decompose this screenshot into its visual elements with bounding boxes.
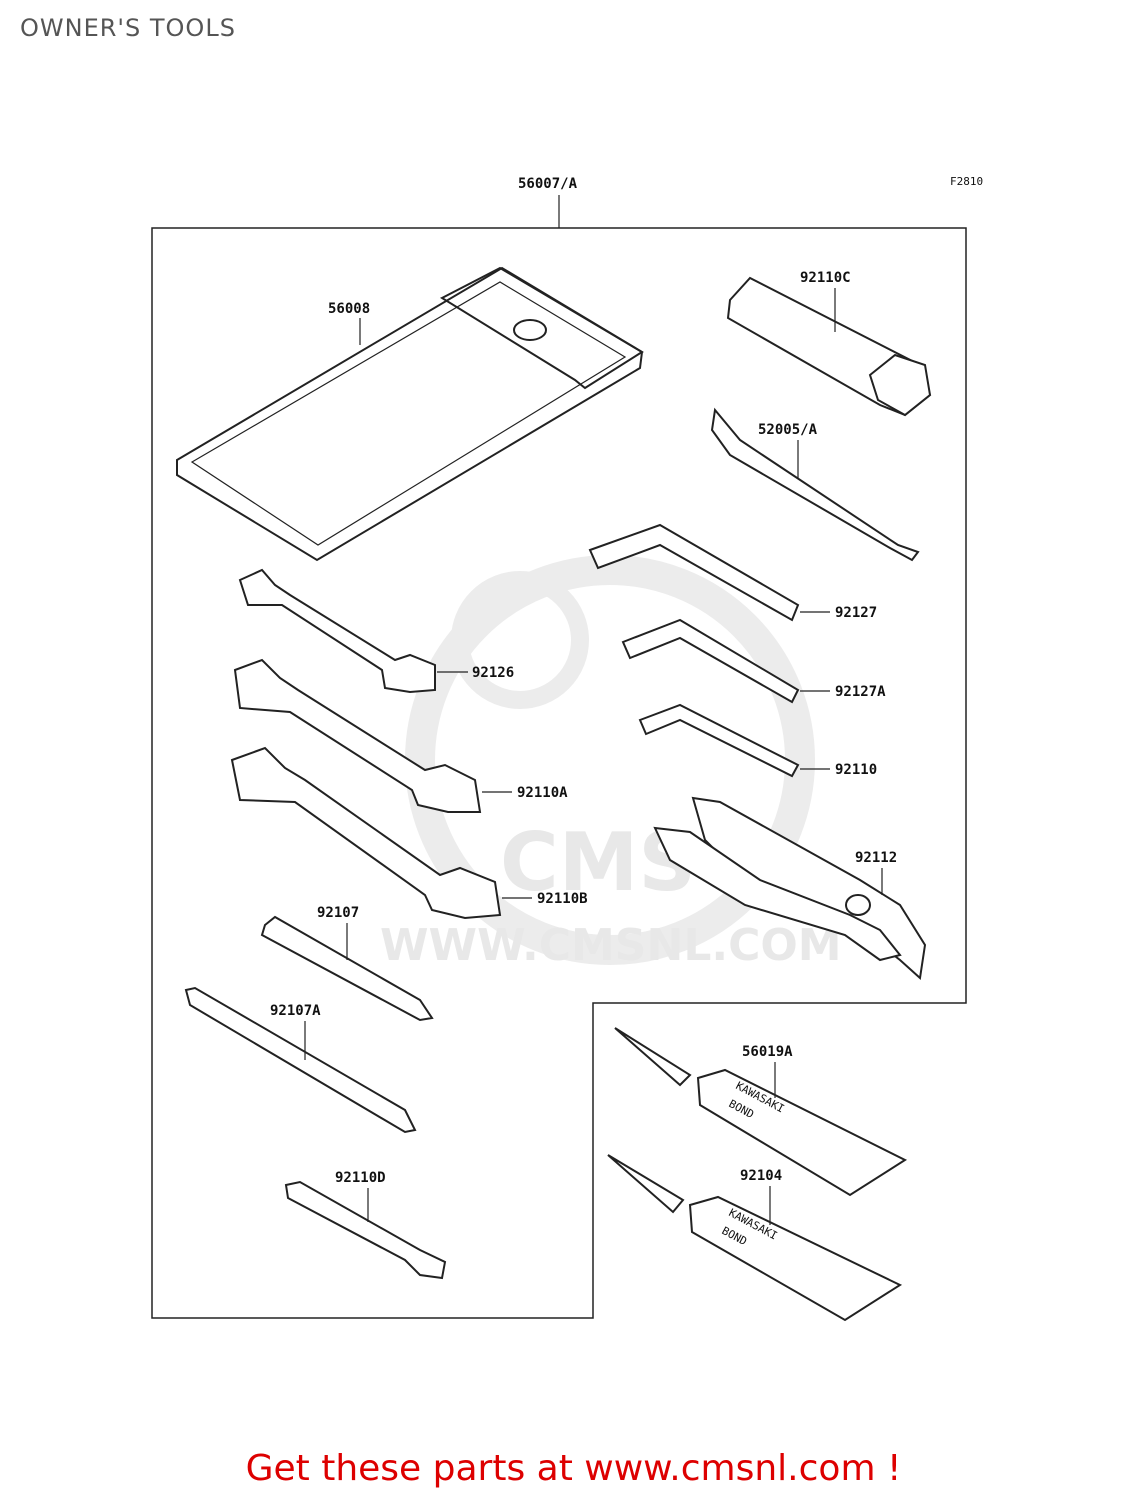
pliers — [653, 796, 927, 980]
label-bond-1: 56019A — [742, 1044, 793, 1060]
label-wrench-2: 92110A — [517, 785, 568, 801]
label-spoke-wrench: 92110D — [335, 1170, 386, 1186]
kit-outline — [151, 227, 967, 1319]
bond-tube-1 — [614, 1027, 908, 1197]
label-kit: 56007/A — [518, 176, 578, 192]
wrench-1 — [238, 568, 436, 694]
wrench-2 — [233, 658, 482, 813]
hex-key-3 — [638, 703, 800, 778]
label-extension: 52005/A — [758, 422, 818, 438]
label-screwdriver-handle: 92107A — [270, 1003, 321, 1019]
label-hex-1: 92127 — [835, 605, 877, 621]
watermark: CMS WWW.CMSNL.COM — [380, 555, 842, 971]
footer-link[interactable]: Get these parts at www.cmsnl.com ! — [245, 1448, 902, 1489]
label-hex-2: 92127A — [835, 684, 886, 700]
spoke-wrench — [284, 1180, 447, 1280]
label-bond-2: 92104 — [740, 1168, 782, 1184]
bond-tube-2 — [607, 1154, 903, 1322]
plug-wrench — [726, 276, 932, 417]
screwdriver-handle — [184, 986, 417, 1134]
label-wrench-1: 92126 — [472, 665, 514, 681]
label-wrench-3: 92110B — [537, 891, 588, 907]
label-plug-wrench: 92110C — [800, 270, 851, 286]
label-screwdriver: 92107 — [317, 905, 359, 921]
wrench-3 — [230, 746, 502, 920]
extension-bar — [710, 407, 920, 562]
hex-key-1 — [588, 523, 800, 622]
label-hex-3: 92110 — [835, 762, 877, 778]
screwdriver — [260, 915, 434, 1022]
watermark-url: WWW.CMSNL.COM — [380, 920, 842, 971]
hex-key-2 — [621, 618, 800, 704]
page-title: OWNER'S TOOLS — [20, 14, 236, 42]
tool-pouch — [176, 266, 644, 562]
figure-ref: F2810 — [950, 175, 983, 188]
label-pliers: 92112 — [855, 850, 897, 866]
label-pouch: 56008 — [328, 301, 370, 317]
